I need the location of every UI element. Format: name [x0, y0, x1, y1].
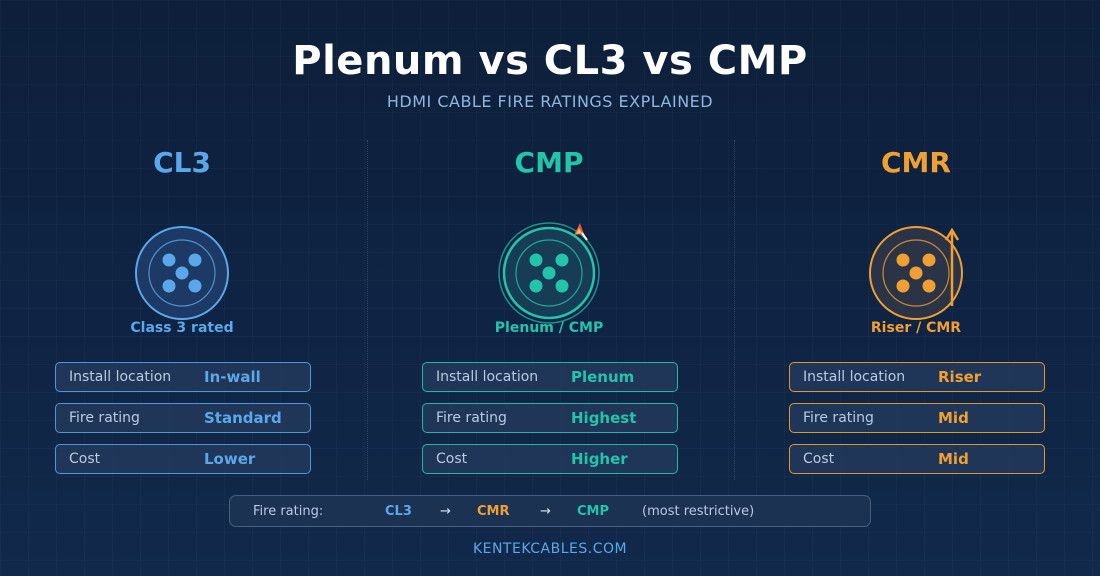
scale-step-cmr: CMR: [477, 504, 510, 519]
arrow-right-icon: →: [440, 504, 451, 519]
scale-step-cmp: CMP: [577, 504, 610, 519]
spec-key: Install location: [803, 369, 906, 385]
column-label: Riser / CMR: [870, 320, 962, 336]
footer-brand: KENTEKCABLES.COM: [472, 541, 628, 557]
spec-key: Fire rating: [69, 410, 140, 426]
column-cl3: CL3 Class 3 rated Install location In-wa…: [52, 140, 312, 485]
scale-note: (most restrictive): [642, 504, 755, 519]
spec-value: Plenum: [571, 368, 635, 386]
spec-row-cost: Cost Lower: [55, 444, 311, 474]
column-divider: [367, 140, 368, 480]
spec-value: Mid: [938, 450, 969, 468]
column-divider: [734, 140, 735, 480]
spec-row-install-location: Install location Riser: [789, 362, 1045, 392]
column-label: Class 3 rated: [130, 320, 234, 336]
spec-row-fire-rating: Fire rating Highest: [422, 403, 678, 433]
spec-row-cost: Cost Higher: [422, 444, 678, 474]
spec-key: Cost: [436, 451, 468, 467]
arrow-right-icon: →: [540, 504, 551, 519]
spec-value: Lower: [204, 450, 256, 468]
spec-row-fire-rating: Fire rating Standard: [55, 403, 311, 433]
spec-row-install-location: Install location Plenum: [422, 362, 678, 392]
column-label: Plenum / CMP: [494, 320, 604, 336]
scale-label: Fire rating:: [253, 504, 324, 519]
cable-cross-section-riser-arrow-icon: [861, 218, 971, 328]
spec-value: Riser: [938, 368, 982, 386]
spec-key: Install location: [436, 369, 539, 385]
spec-value: Standard: [204, 409, 282, 427]
spec-value: In-wall: [204, 368, 261, 386]
page-title: Plenum vs CL3 vs CMP: [292, 38, 808, 84]
spec-key: Fire rating: [803, 410, 874, 426]
spec-key: Fire rating: [436, 410, 507, 426]
cable-cross-section-flame-icon: [494, 218, 604, 328]
fire-rating-scale: Fire rating: CL3 → CMR → CMP (most restr…: [229, 495, 871, 527]
spec-value: Highest: [571, 409, 637, 427]
spec-key: Cost: [803, 451, 835, 467]
spec-row-fire-rating: Fire rating Mid: [789, 403, 1045, 433]
spec-value: Higher: [571, 450, 628, 468]
spec-value: Mid: [938, 409, 969, 427]
column-cmr: CMR Riser / CMR Install location Riser F…: [786, 140, 1046, 485]
scale-step-cl3: CL3: [385, 504, 412, 519]
page-subtitle: HDMI CABLE FIRE RATINGS EXPLAINED: [386, 92, 714, 111]
column-cmp: CMP Plenum / CMP Install location Plenum…: [419, 140, 679, 485]
spec-row-install-location: Install location In-wall: [55, 362, 311, 392]
column-title: CL3: [153, 146, 211, 179]
column-title: CMR: [881, 146, 951, 179]
column-title: CMP: [514, 146, 584, 179]
spec-key: Install location: [69, 369, 172, 385]
spec-row-cost: Cost Mid: [789, 444, 1045, 474]
cable-cross-section-icon: [127, 218, 237, 328]
spec-key: Cost: [69, 451, 101, 467]
